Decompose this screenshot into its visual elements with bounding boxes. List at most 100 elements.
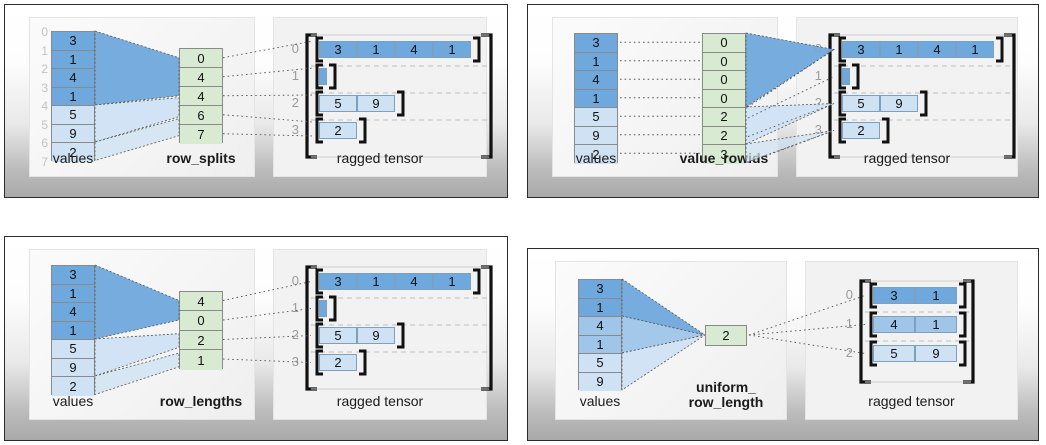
ragged-cell: 9 — [357, 327, 395, 344]
ragged-cell: 1 — [915, 287, 957, 304]
ragged-tensor-brackets — [305, 33, 493, 159]
ragged-cell: 4 — [873, 316, 915, 333]
value-cell: 4 — [575, 71, 617, 90]
encoding-cell: 0 — [703, 89, 745, 108]
value-index-label: 6 — [41, 136, 48, 150]
ragged-tensor-brackets — [859, 279, 975, 384]
value-cell: 1 — [52, 321, 94, 340]
encoding-cell: 4 — [180, 68, 222, 88]
ragged-row-index: 3 — [291, 354, 299, 369]
ragged-tensor-label: ragged tensor — [336, 150, 424, 166]
value-cell: 2 — [575, 145, 617, 164]
value-index-label: 0 — [41, 25, 48, 39]
value-index-label: 2 — [41, 62, 48, 76]
value-cell: 1 — [52, 284, 94, 303]
encoding-label: uniform_ row_length — [688, 379, 764, 410]
value-cell: 1 — [575, 89, 617, 108]
encoding-cell: 0 — [703, 52, 745, 71]
ragged-row-index: 3 — [291, 122, 299, 137]
ragged-tensor-brackets — [828, 33, 1016, 159]
connector-overlay — [94, 264, 312, 396]
ragged-row-index: 0 — [291, 273, 299, 288]
ragged-cell: 2 — [842, 122, 880, 139]
ragged-tensor-label: ragged tensor — [868, 393, 955, 409]
ragged-cell: 1 — [956, 41, 994, 58]
encoding-cell: 1 — [180, 350, 222, 370]
ragged-cell: 4 — [918, 41, 956, 58]
value-cell: 9 — [575, 126, 617, 145]
values-label: values — [579, 393, 621, 409]
encoding-cell: 4 — [180, 87, 222, 107]
encoding-cell: 2 — [705, 324, 747, 346]
ragged-row-index: 1 — [814, 68, 822, 83]
value-index-label: 1 — [41, 43, 48, 58]
encoding-cell: 2 — [180, 330, 222, 351]
ragged-tensor-brackets — [305, 265, 493, 391]
value-index-label: 5 — [41, 117, 48, 132]
ragged-cell: 5 — [873, 345, 915, 362]
ragged-empty-row-marker — [319, 300, 327, 317]
ragged-cell: 1 — [433, 273, 471, 290]
panel-body: 3141592values0000223value_rowids31410159… — [528, 5, 1038, 197]
connector-overlay — [621, 278, 866, 391]
value-cell: 4 — [52, 303, 94, 322]
ragged-row-index: 1 — [291, 300, 299, 315]
value-cell: 1 — [52, 50, 94, 69]
encoding-cell: 2 — [703, 126, 745, 145]
ragged-tensor-label: ragged tensor — [336, 393, 424, 409]
ragged-row-index: 2 — [814, 95, 822, 110]
ragged-cell: 1 — [357, 41, 395, 58]
value-index-label: 3 — [41, 80, 48, 95]
encoding-cell: 0 — [180, 49, 222, 69]
ragged-cell: 4 — [395, 41, 433, 58]
ragged-row-index: 0 — [845, 287, 853, 302]
ragged-row-index: 2 — [845, 345, 853, 360]
ragged-row-index: 2 — [291, 327, 299, 342]
encoding-label: row_splits — [166, 150, 236, 166]
panel-value_rowids: 3141592values0000223value_rowids31410159… — [527, 4, 1039, 198]
ragged-cell: 9 — [880, 95, 918, 112]
value-cell: 9 — [52, 358, 94, 377]
value-cell: 1 — [575, 52, 617, 71]
ragged-cell: 5 — [842, 95, 880, 112]
values-label: values — [52, 150, 94, 166]
value-cell: 9 — [52, 124, 94, 143]
value-cell: 5 — [52, 340, 94, 359]
value-cell: 5 — [575, 108, 617, 127]
ragged-row-index: 0 — [291, 41, 299, 56]
ragged-cell: 1 — [915, 316, 957, 333]
connector-overlay — [620, 32, 836, 164]
value-cell: 1 — [52, 87, 94, 106]
ragged-row-index: 1 — [291, 68, 299, 83]
value-cell: 1 — [579, 298, 621, 317]
ragged-cell: 1 — [433, 41, 471, 58]
ragged-row-index: 2 — [291, 95, 299, 110]
value-index-label: 7 — [41, 154, 48, 169]
value-cell: 1 — [579, 335, 621, 354]
encoding-cell: 0 — [703, 71, 745, 90]
encoding-cell: 0 — [180, 311, 222, 331]
encoding-cell: 6 — [180, 106, 222, 126]
values-label: values — [52, 393, 94, 409]
ragged-cell: 2 — [319, 354, 357, 371]
value-cell: 3 — [579, 280, 621, 299]
ragged-empty-row-marker — [842, 68, 850, 85]
values-label: values — [575, 150, 617, 166]
ragged-cell: 9 — [357, 95, 395, 112]
value-cell: 2 — [52, 377, 94, 396]
encoding-cell: 2 — [703, 108, 745, 127]
